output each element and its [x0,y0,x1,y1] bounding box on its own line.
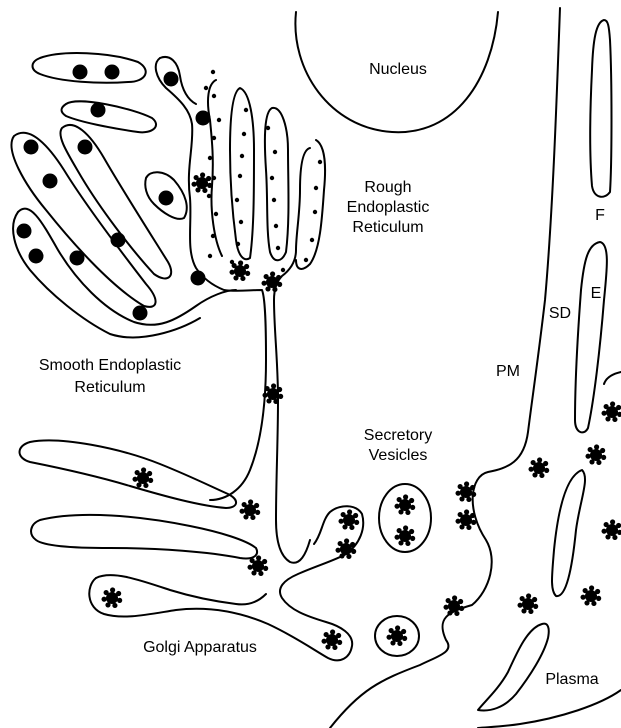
er-granule [159,191,174,206]
ribosome-dot [207,194,211,198]
ribosome-dot [235,198,239,202]
ribosome-dot [310,238,314,242]
plasma-cleft [552,470,585,596]
ribosome-dot [314,186,318,190]
protein-granule [261,271,282,292]
golgi-apparatus-label: Golgi Apparatus [143,639,257,656]
secretory-vesicles-label-line2: Vesicles [369,447,428,464]
smooth-er-tube-2 [62,101,157,132]
er-granule [17,224,32,239]
ribosome-dot [214,212,218,216]
er-granule [91,103,106,118]
er-granule [196,111,211,126]
er-granule [78,140,93,155]
er-granule [29,249,44,264]
er-granule [24,140,39,155]
ribosome-dot [208,254,212,258]
ribosome-dot [240,154,244,158]
er-granule [43,174,58,189]
protein-granule [229,260,250,281]
protein-granule [239,499,260,520]
e-structure [575,242,607,432]
protein-granule [386,625,407,646]
ribosome-dot [239,220,243,224]
er-granule [105,65,120,80]
ribosome-dot [211,234,215,238]
ribosome-dot [212,94,216,98]
f-label: F [595,207,605,224]
smooth-er-tube-4 [12,133,156,307]
rough-er-network [156,58,310,563]
ribosome-dot [212,176,216,180]
ribosome-dot [273,150,277,154]
smooth-er-tube-6 [18,209,236,325]
er-granule [191,271,206,286]
protein-granule [338,509,359,530]
protein-granule [247,555,268,576]
protein-granule [394,494,415,515]
e-label: E [591,285,602,302]
protein-granule [443,595,464,616]
plasma-label: Plasma [545,671,598,688]
ribosome-dot [272,198,276,202]
protein-granule [585,444,606,465]
plasma-membrane [330,8,560,728]
ribosome-dot [236,242,240,246]
protein-granule [601,401,621,422]
protein-granule [517,593,538,614]
smooth-er-tube-1 [33,53,146,83]
secretory-vesicles-label-line1: Secretory [364,427,432,444]
ribosome-dot [313,210,317,214]
ribosome-dot [266,126,270,130]
rough-er-label-line1: Rough [364,179,411,196]
smooth-er-label-line1: Smooth Endoplastic [39,357,181,374]
plasma-membrane-side [604,372,621,384]
protein-granule [132,467,153,488]
ribosome-dot [238,174,242,178]
golgi-cisterna-1 [20,440,237,508]
ribosome-dot [318,160,322,164]
protein-granule [262,383,283,404]
protein-granule [394,525,415,546]
rough-er-label-line3: Reticulum [352,219,423,236]
protein-granule [528,457,549,478]
ribosome-dot [204,86,208,90]
protein-granule [580,585,601,606]
protein-granules [101,172,621,650]
protein-granule [191,172,212,193]
protein-granule [101,587,122,608]
rough-er-label-line2: Endoplastic [347,199,430,216]
er-granule [111,233,126,248]
rough-er-ribosome-dots [204,70,322,272]
ribosome-dot [212,136,216,140]
ribosome-dot [244,108,248,112]
er-granule [133,306,148,321]
er-granule [70,251,85,266]
er-granule [164,72,179,87]
protein-granule [601,519,621,540]
plasma-membrane-lower [478,690,621,728]
f-structure [590,20,611,197]
nucleus-label: Nucleus [369,61,427,78]
ribosome-dot [211,70,215,74]
ribosome-dot [217,118,221,122]
smooth-er-label-line2: Reticulum [74,379,145,396]
ribosome-dot [281,268,285,272]
ribosome-dot [242,132,246,136]
er-granule [73,65,88,80]
ribosome-dot [276,246,280,250]
golgi-cisterna-3-lower [89,506,363,660]
ribosome-dot [270,176,274,180]
pm-label: PM [496,363,520,380]
sd-label: SD [549,305,571,322]
ribosome-dot [274,224,278,228]
plasma-fold [478,624,549,711]
protein-granule [321,629,342,650]
golgi-cisterna-2 [31,515,257,559]
ribosome-dot [208,156,212,160]
ribosome-dot [304,258,308,262]
